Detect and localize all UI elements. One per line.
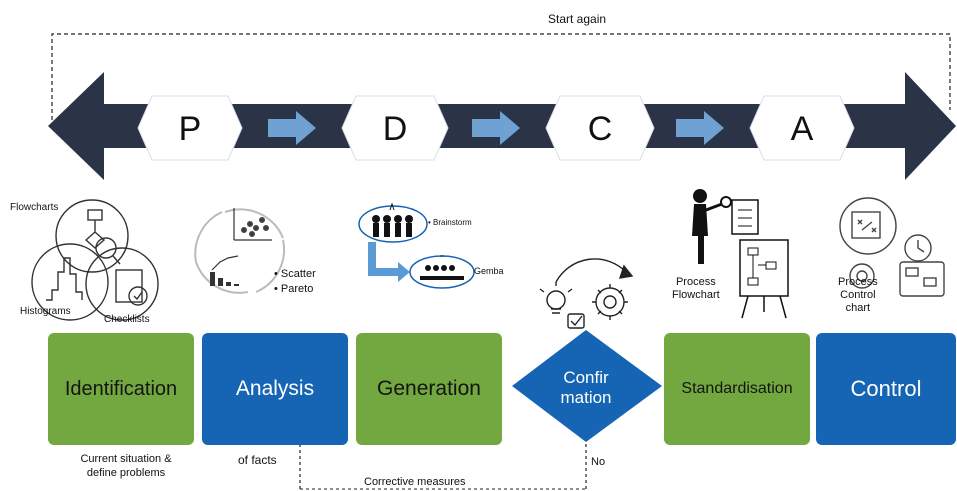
generation-box: Generation [356,333,502,445]
corrective-measures-caption: Corrective measures [364,476,466,488]
process-flowchart-presenter-icon [692,189,789,319]
standardisation-label: Standardisation [681,380,793,397]
identification-label: Identification [64,377,178,400]
confirmation-diamond [512,330,662,442]
checklists-label: Checklists [104,314,150,325]
chevron-arrow-2 [472,111,520,145]
quality-tools-venn-icon [31,199,159,321]
brainstorm-label: • Brainstorm [428,218,472,227]
process-flowchart-label: Process Flowchart [672,276,720,301]
brainstorm-gemba-icon [358,202,475,289]
start-again-label: Start again [548,12,607,26]
control-box: Control [816,333,956,445]
gemba-label: Gemba [474,266,504,276]
analysis-charts-icon [194,208,286,294]
phase-letter-d: D [383,110,408,148]
of-facts-caption: of facts [238,453,277,467]
no-caption: No [591,456,606,468]
phase-d-hexagon [341,95,449,161]
identification-box: Identification [48,333,194,445]
analysis-label: Analysis [235,377,315,400]
analysis-box: Analysis [202,333,348,445]
phase-letter-c: C [588,110,613,148]
generation-label: Generation [377,377,481,400]
scatter-label: • Scatter [274,268,316,280]
standardisation-box: Standardisation [664,333,810,445]
idea-gear-cycle-icon [539,258,634,329]
start-again-loop [51,33,951,120]
histograms-label: Histograms [20,306,71,317]
phase-p-hexagon [137,95,243,161]
phase-c-hexagon [545,95,655,161]
phase-letter-a: A [791,110,814,148]
chevron-arrow-1 [268,111,316,145]
phase-letter-p: P [179,110,202,148]
flowcharts-label: Flowcharts [10,202,59,213]
process-control-chart-icon [839,197,945,297]
confirmation-label: Confir mation [560,368,612,407]
control-label: Control [850,376,922,401]
current-situation-caption: Current situation & define problems [80,453,172,479]
pareto-label: • Pareto [274,283,314,295]
chevron-arrow-3 [676,111,724,145]
phase-a-hexagon [749,95,855,161]
process-control-chart-label: Process Control chart [838,276,878,314]
